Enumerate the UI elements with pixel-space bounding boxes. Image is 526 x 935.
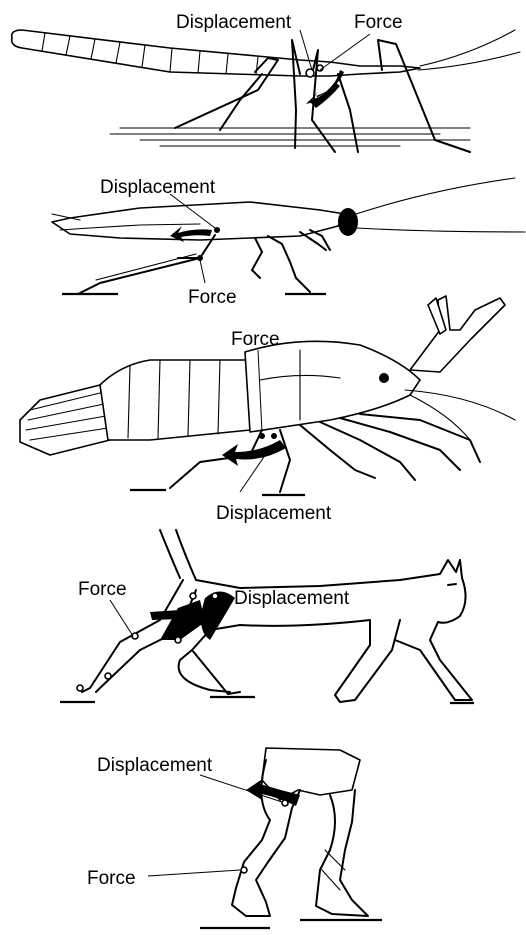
panel-human: Displacement Force (87, 748, 382, 928)
cat-displacement-label: Displacement (234, 588, 350, 609)
cricket-force-pointer (200, 260, 205, 283)
panel-cat: Force Displacement (60, 530, 474, 703)
panel-stick-insect: Displacement Force (12, 12, 520, 152)
crayfish-drawing (20, 296, 515, 495)
stick-insect-force-label: Force (354, 12, 403, 33)
human-force-pointer (148, 870, 240, 876)
human-displacement-label: Displacement (97, 755, 213, 776)
stick-insect-drawing (12, 30, 520, 152)
cricket-force-label: Force (188, 287, 237, 308)
human-force-label: Force (87, 868, 136, 889)
stick-insect-displacement-label: Displacement (176, 12, 292, 33)
cricket-displacement-label: Displacement (100, 177, 216, 198)
cat-drawing (60, 530, 474, 703)
crayfish-force-label: Force (231, 329, 280, 350)
human-legs-drawing (200, 748, 382, 928)
crayfish-displacement-label: Displacement (216, 503, 332, 524)
cat-force-label: Force (78, 579, 127, 600)
panel-cricket: Displacement Force (52, 177, 525, 308)
cat-force-pointer (110, 600, 133, 636)
panel-crayfish: Force Displacement (20, 296, 515, 524)
